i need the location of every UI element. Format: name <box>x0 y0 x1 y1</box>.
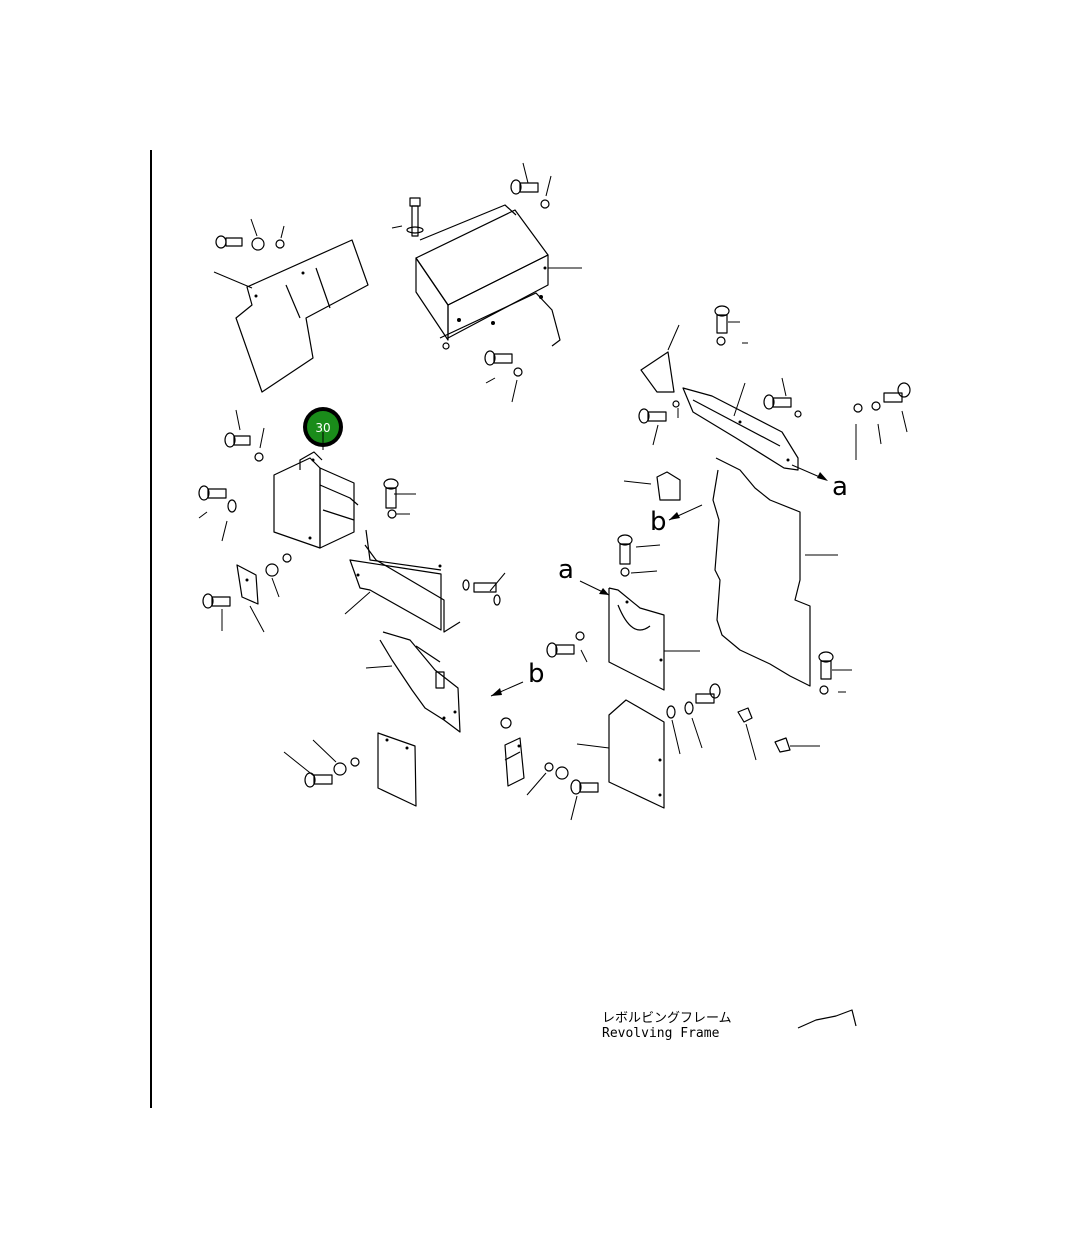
svg-text:a: a <box>558 555 574 585</box>
caption-block: レボルビングフレーム Revolving Frame <box>602 1010 856 1041</box>
bolt-top-center <box>392 163 551 402</box>
callout-marker-30[interactable]: 30 <box>303 407 343 447</box>
small-plate-left <box>203 554 291 632</box>
callout-marker-fill <box>307 411 339 443</box>
bolts-left-box <box>199 410 416 541</box>
upper-right-long-bracket: a <box>641 325 848 502</box>
callout-marker-label: 30 <box>315 421 330 435</box>
bolt-top-left <box>216 219 284 250</box>
svg-text:a: a <box>832 472 848 502</box>
caption-english: Revolving Frame <box>602 1026 720 1041</box>
svg-text:b: b <box>528 659 545 689</box>
lower-left-curved-bracket <box>366 632 460 732</box>
caption-japanese: レボルビングフレーム <box>602 1011 732 1026</box>
top-center-bracket <box>416 205 582 349</box>
center-small-bracket <box>501 718 524 786</box>
right-lower-panel <box>577 700 664 808</box>
center-long-plate <box>345 530 505 632</box>
top-left-cover-plate <box>214 240 368 392</box>
lower-left-plate <box>378 733 416 806</box>
center-mid-panel <box>609 588 700 690</box>
reference-arrow-b-left: b <box>491 659 545 696</box>
bolts-center-mid <box>547 535 660 662</box>
left-box-bracket <box>274 432 358 548</box>
bolts-lower-left <box>284 740 359 787</box>
right-large-panel <box>713 458 838 686</box>
reference-arrow-b-right: b <box>624 472 702 537</box>
svg-text:b: b <box>650 507 667 537</box>
bolts-right-panel <box>667 652 852 760</box>
reference-arrow-a-center: a <box>558 555 609 595</box>
bolts-upper-right <box>639 306 910 460</box>
bolts-center-lower <box>527 763 598 820</box>
